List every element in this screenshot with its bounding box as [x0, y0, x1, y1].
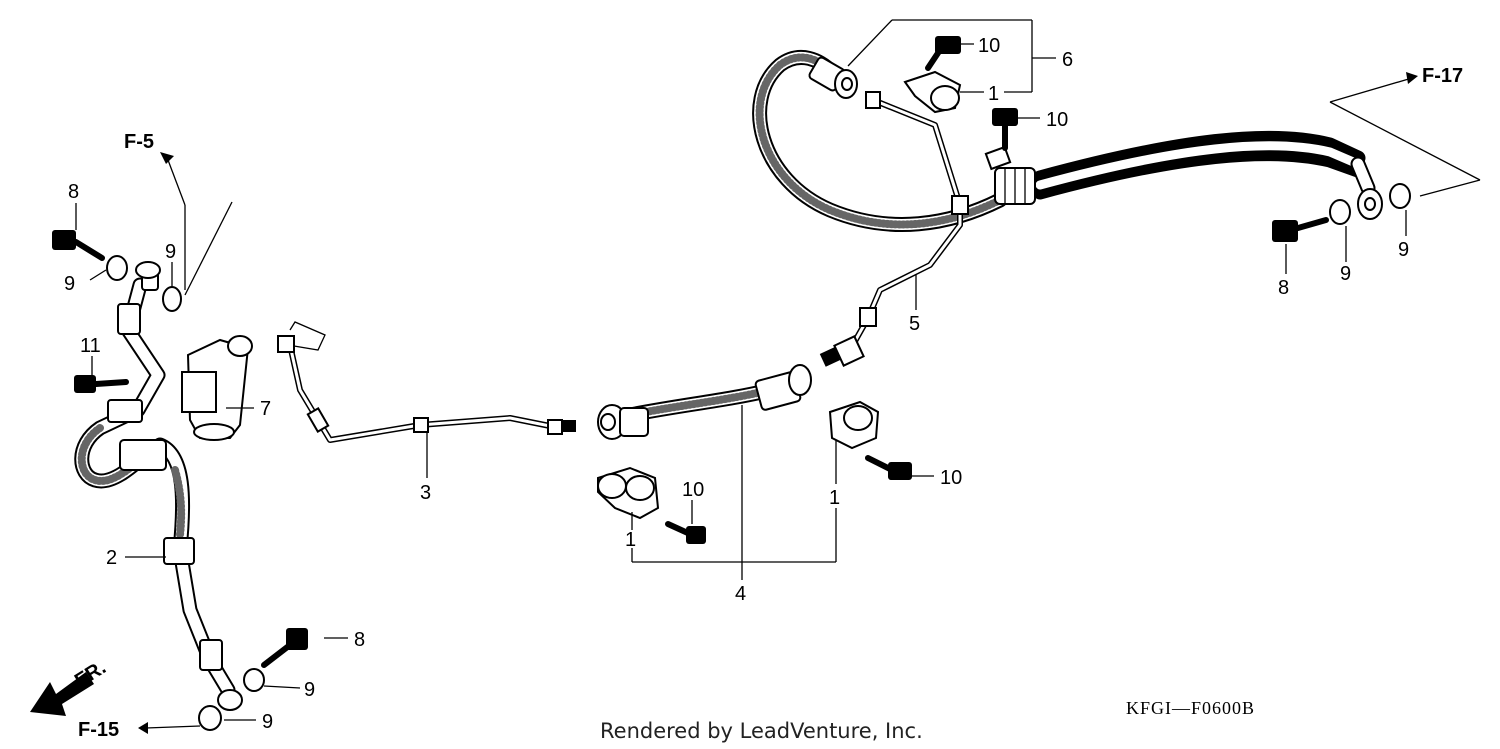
bolt-11[interactable] [74, 375, 129, 393]
callout-9-right-a: 9 [1340, 263, 1351, 285]
callout-9-right-b: 9 [1398, 239, 1409, 261]
callouts: 8 9 9 11 7 2 8 9 9 3 1 10 4 1 10 5 10 1 … [64, 35, 1409, 733]
clamp-1-left[interactable] [597, 466, 660, 520]
part-4-hose[interactable] [597, 364, 812, 440]
callout-7: 7 [260, 398, 271, 420]
callout-9-joint: 9 [165, 241, 176, 263]
part-7-joint[interactable] [181, 335, 253, 441]
callout-9-bottom-b: 9 [262, 711, 273, 733]
callout-8-bottom: 8 [354, 629, 365, 651]
clamp-1-right[interactable] [828, 400, 880, 450]
callout-9-bottom-a: 9 [304, 679, 315, 701]
callout-1-right: 1 [829, 487, 840, 509]
part-5-flare-nut [819, 335, 865, 367]
reference-labels: F-5 F-15 F-17 [78, 65, 1463, 741]
callout-10-top: 10 [978, 35, 1000, 57]
callout-9-left: 9 [64, 273, 75, 295]
washer-9-joint[interactable] [162, 286, 182, 312]
callout-4: 4 [735, 583, 746, 605]
reference-arrows [138, 72, 1418, 734]
callout-10-lower: 10 [682, 479, 704, 501]
ref-f15[interactable]: F-15 [78, 719, 119, 741]
bolt-8-bottom[interactable] [261, 628, 308, 668]
drawing-code: KFGI—F0600B [1126, 698, 1255, 718]
ref-f17[interactable]: F-17 [1422, 65, 1463, 87]
bolt-10-right[interactable] [865, 455, 912, 480]
callout-10-mid: 10 [1046, 109, 1068, 131]
washer-9-right-a[interactable] [1329, 199, 1351, 225]
part-6-fitting-junction [984, 145, 1036, 205]
washer-9-bottom-b[interactable] [198, 705, 222, 731]
callout-1-left: 1 [625, 529, 636, 551]
washer-9-left[interactable] [106, 255, 128, 281]
clamp-1-top[interactable] [903, 70, 962, 114]
bolt-10-lower[interactable] [665, 521, 706, 544]
credit-text: Rendered by LeadVenture, Inc. [600, 719, 923, 743]
callout-6: 6 [1062, 49, 1073, 71]
bolt-8-right[interactable] [1272, 217, 1329, 242]
part-2-hose[interactable] [74, 261, 243, 711]
leader-lines [75, 19, 1481, 729]
callout-3: 3 [420, 482, 431, 504]
callout-5: 5 [909, 313, 920, 335]
callout-8-left: 8 [68, 181, 79, 203]
callout-1-top: 1 [988, 83, 999, 105]
callout-2: 2 [106, 547, 117, 569]
part-3-pipe[interactable] [277, 321, 576, 443]
bolt-10-mid[interactable] [992, 108, 1018, 151]
washer-9-bottom-a[interactable] [243, 668, 265, 692]
front-direction-arrow: FR. [30, 657, 110, 716]
part-5-pipe[interactable] [819, 91, 969, 367]
part-6-hose[interactable] [752, 49, 1383, 232]
ref-f5[interactable]: F-5 [124, 131, 154, 153]
part-6-fitting-top [808, 56, 858, 99]
bolt-10-top[interactable] [925, 36, 961, 71]
callout-11: 11 [80, 335, 101, 357]
bolt-8-left[interactable] [52, 230, 105, 261]
callout-8-right: 8 [1278, 277, 1289, 299]
callout-10-right: 10 [940, 467, 962, 489]
washer-9-right-b[interactable] [1389, 183, 1411, 209]
